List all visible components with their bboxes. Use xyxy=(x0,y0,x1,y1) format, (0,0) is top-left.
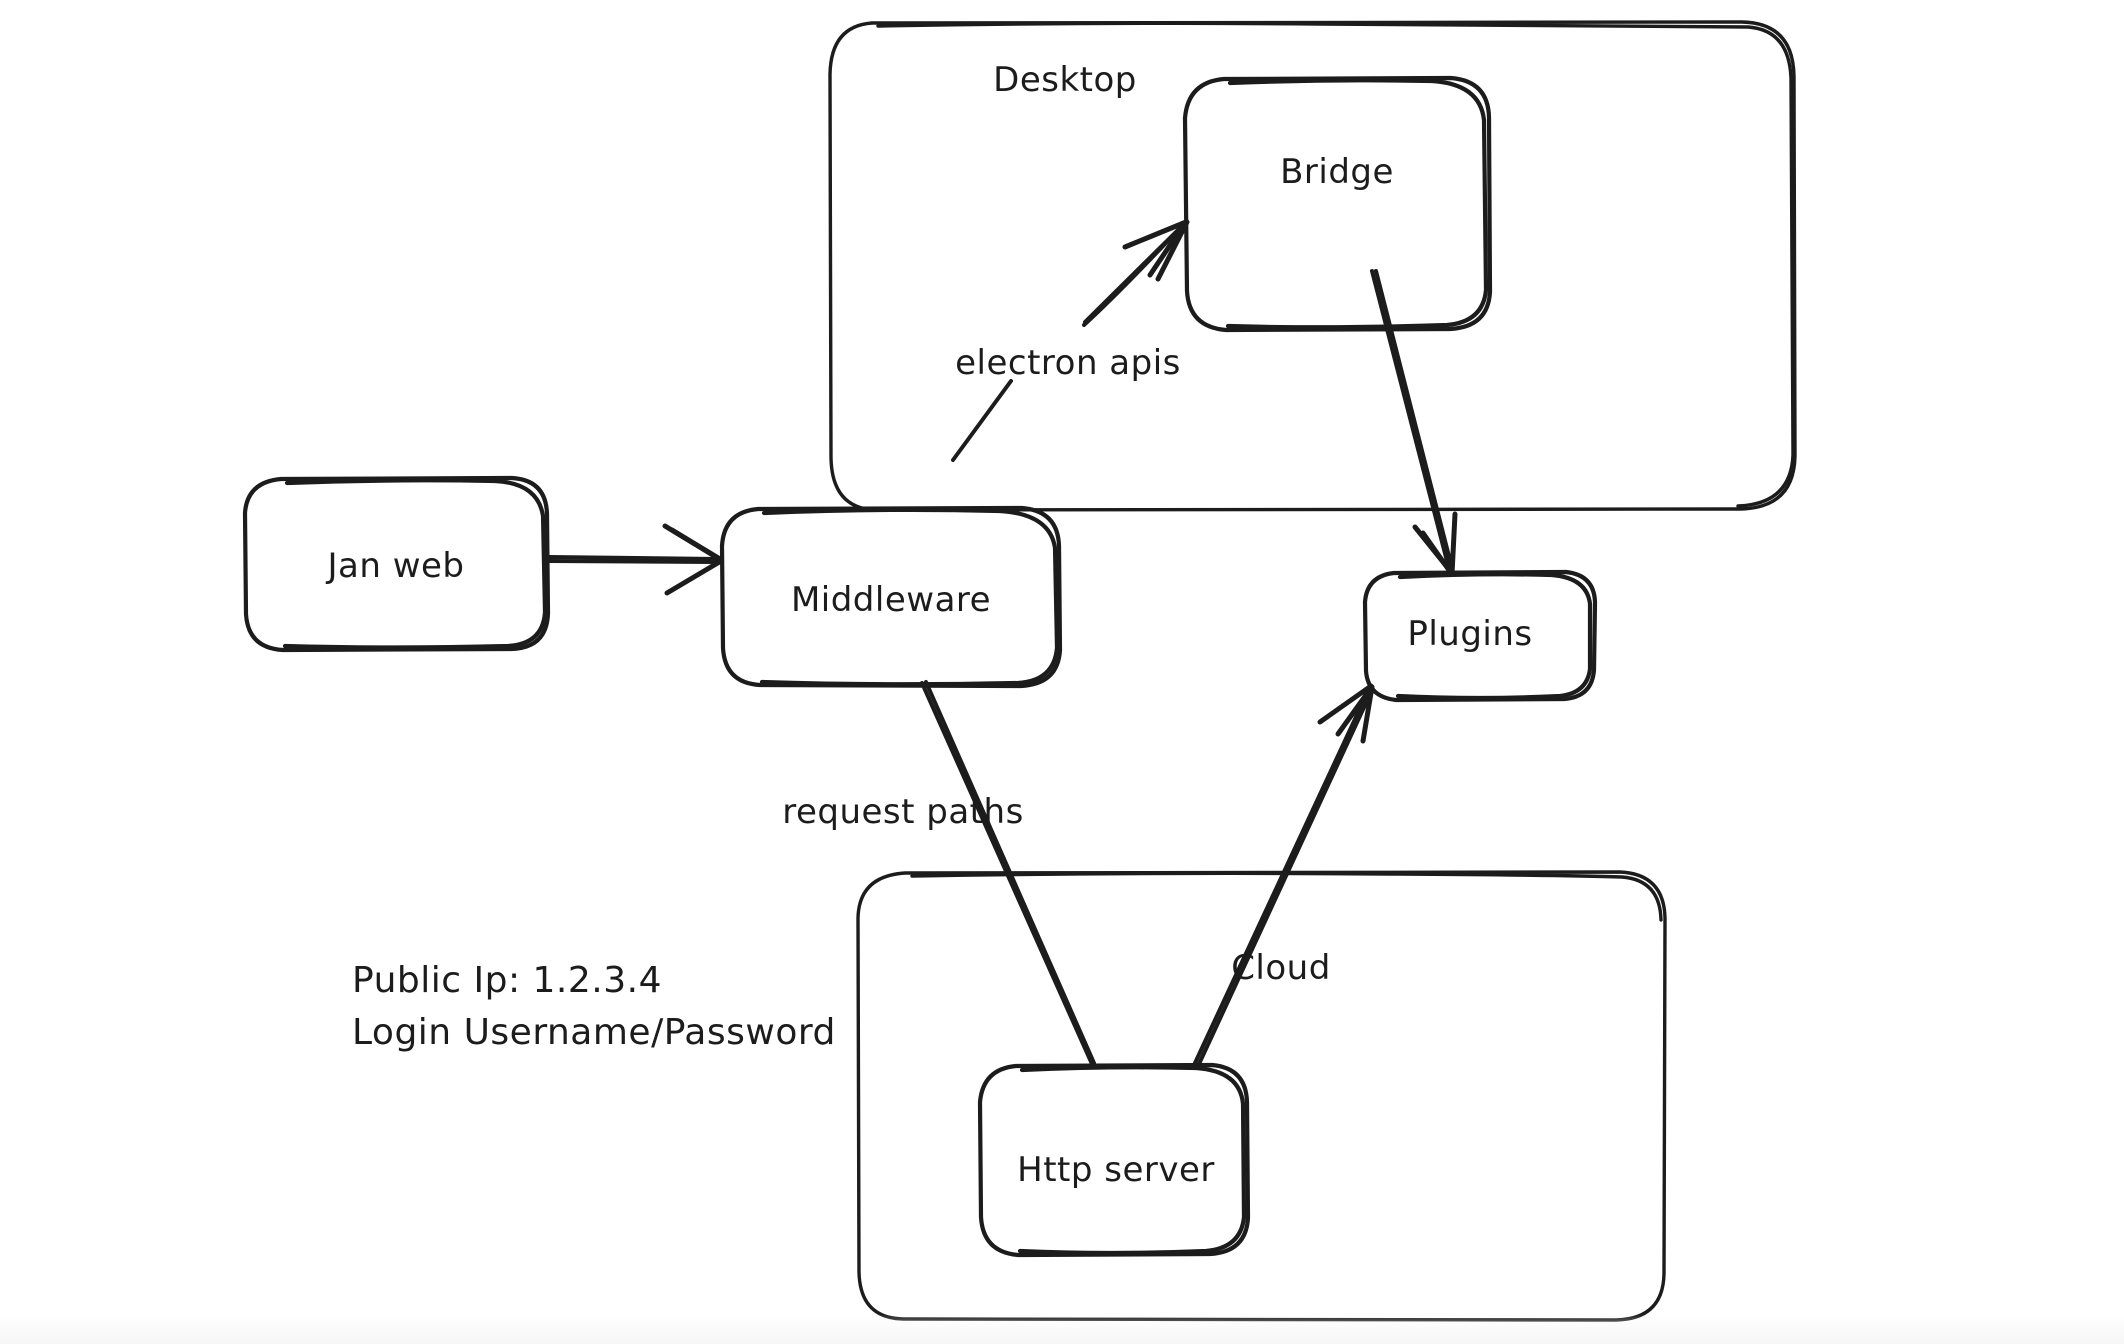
edge-label-electron-apis: electron apis xyxy=(955,343,1181,383)
note-public-ip: Public Ip: 1.2.3.4 xyxy=(352,960,662,1001)
edge-bridge-to-plugins xyxy=(1370,269,1458,577)
node-label-http-server[interactable]: Http server xyxy=(1017,1150,1215,1190)
node-jan-web-outline xyxy=(242,475,551,653)
edge-label-request-paths: request paths xyxy=(782,792,1024,832)
group-label-desktop: Desktop xyxy=(993,60,1137,100)
edge-middleware-to-bridge xyxy=(951,219,1190,462)
node-bridge-outline xyxy=(1182,75,1493,333)
node-label-plugins[interactable]: Plugins xyxy=(1407,614,1533,654)
note-login-credentials: Login Username/Password xyxy=(352,1012,836,1053)
node-label-jan-web[interactable]: Jan web xyxy=(327,546,465,586)
group-label-cloud: Cloud xyxy=(1231,948,1331,988)
node-middleware-outline xyxy=(719,505,1063,689)
notes-block: Public Ip: 1.2.3.4 Login Username/Passwo… xyxy=(352,955,836,1059)
group-desktop-outline xyxy=(828,20,1797,512)
node-plugins-outline xyxy=(1362,569,1598,703)
node-http-server-outline xyxy=(977,1062,1251,1258)
edge-middleware-to-http-server xyxy=(920,680,1096,1066)
node-label-bridge[interactable]: Bridge xyxy=(1280,152,1394,192)
edge-jan-web-to-middleware xyxy=(547,523,724,596)
node-label-middleware[interactable]: Middleware xyxy=(790,580,992,620)
edge-http-server-to-plugins xyxy=(1193,683,1375,1066)
